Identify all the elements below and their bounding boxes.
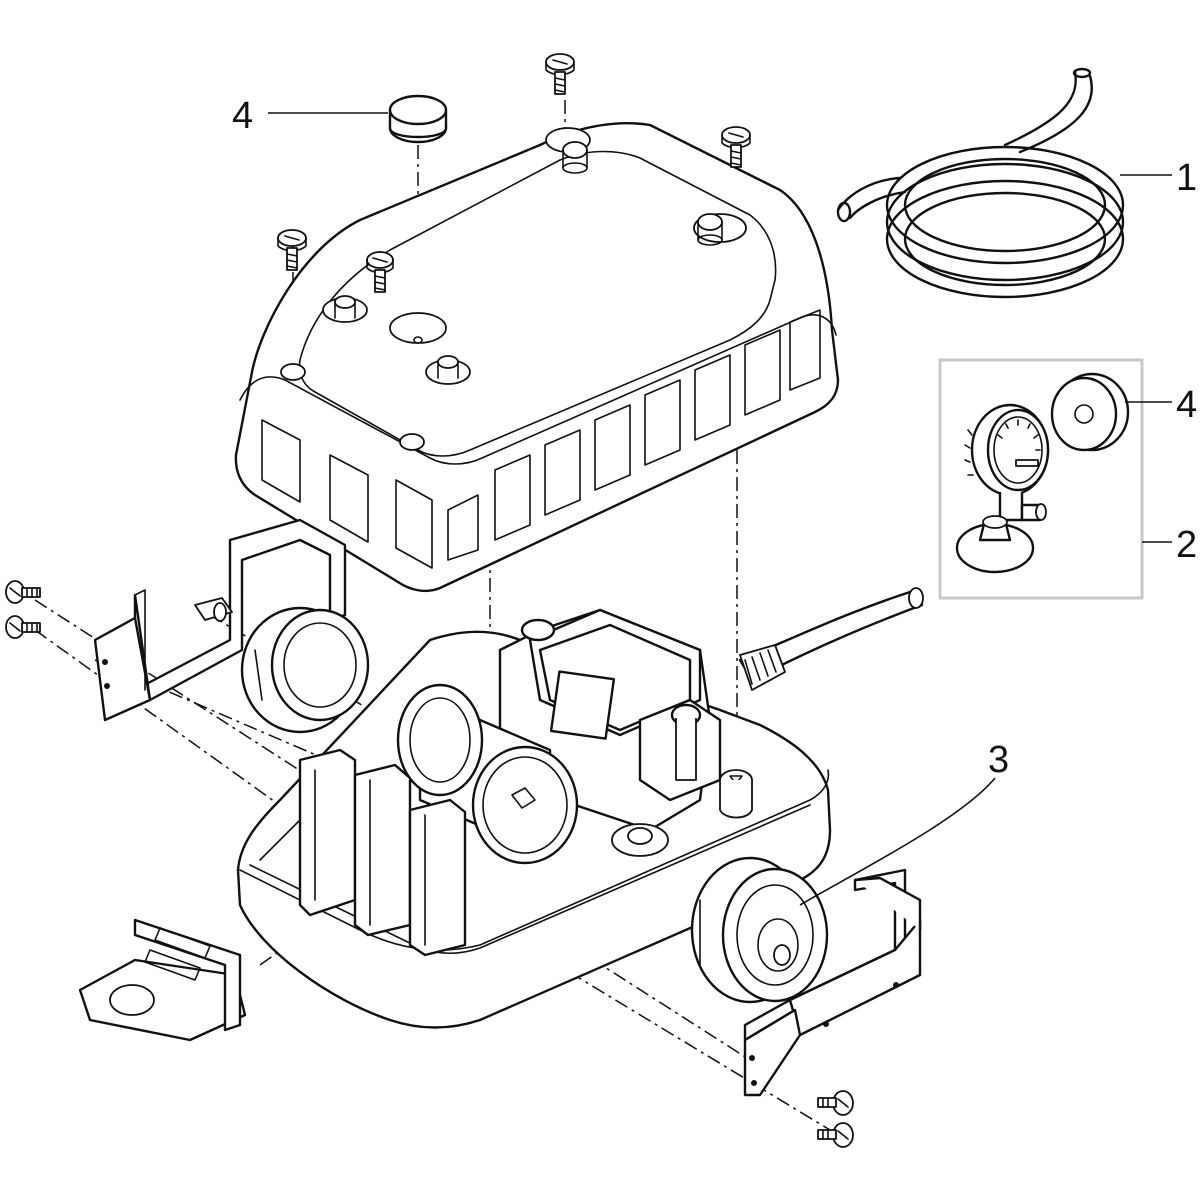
bracket-screw — [5, 580, 41, 604]
pressure-gauge — [955, 403, 1050, 574]
callout-gasket: 4 — [1176, 384, 1197, 426]
cover-gauge-port — [389, 312, 447, 344]
callout-pressure-gauge: 2 — [1176, 524, 1197, 566]
cover-screw-boss — [693, 213, 747, 246]
cover-screw — [545, 53, 575, 95]
cover-screw-boss — [545, 127, 591, 174]
cover-screw — [277, 229, 307, 271]
callout-membrane: 3 — [988, 739, 1009, 781]
right-bracket — [743, 868, 922, 1097]
left-membrane-ring — [240, 606, 370, 734]
bracket-screw — [817, 1090, 854, 1116]
rubber-cap — [388, 94, 448, 144]
cover-air-outlet — [425, 355, 471, 385]
front-membrane — [471, 745, 579, 865]
callout-rubber-cap: 4 — [232, 95, 253, 137]
cover-air-outlet — [322, 295, 368, 323]
membrane-disc — [690, 856, 829, 1004]
bracket-screw — [5, 615, 41, 639]
callout-hose: 1 — [1176, 157, 1197, 199]
front-support-frame — [298, 748, 467, 957]
gasket-ring — [1050, 372, 1130, 452]
callout-leaders — [268, 112, 1172, 906]
cover-screw — [366, 251, 394, 293]
foot-pad — [78, 918, 247, 1042]
cover-screw — [721, 126, 751, 168]
top-cover-housing — [234, 122, 840, 593]
accessory-inset — [938, 358, 1144, 600]
air-hose-coil — [836, 67, 1125, 299]
bracket-screw — [817, 1122, 854, 1148]
